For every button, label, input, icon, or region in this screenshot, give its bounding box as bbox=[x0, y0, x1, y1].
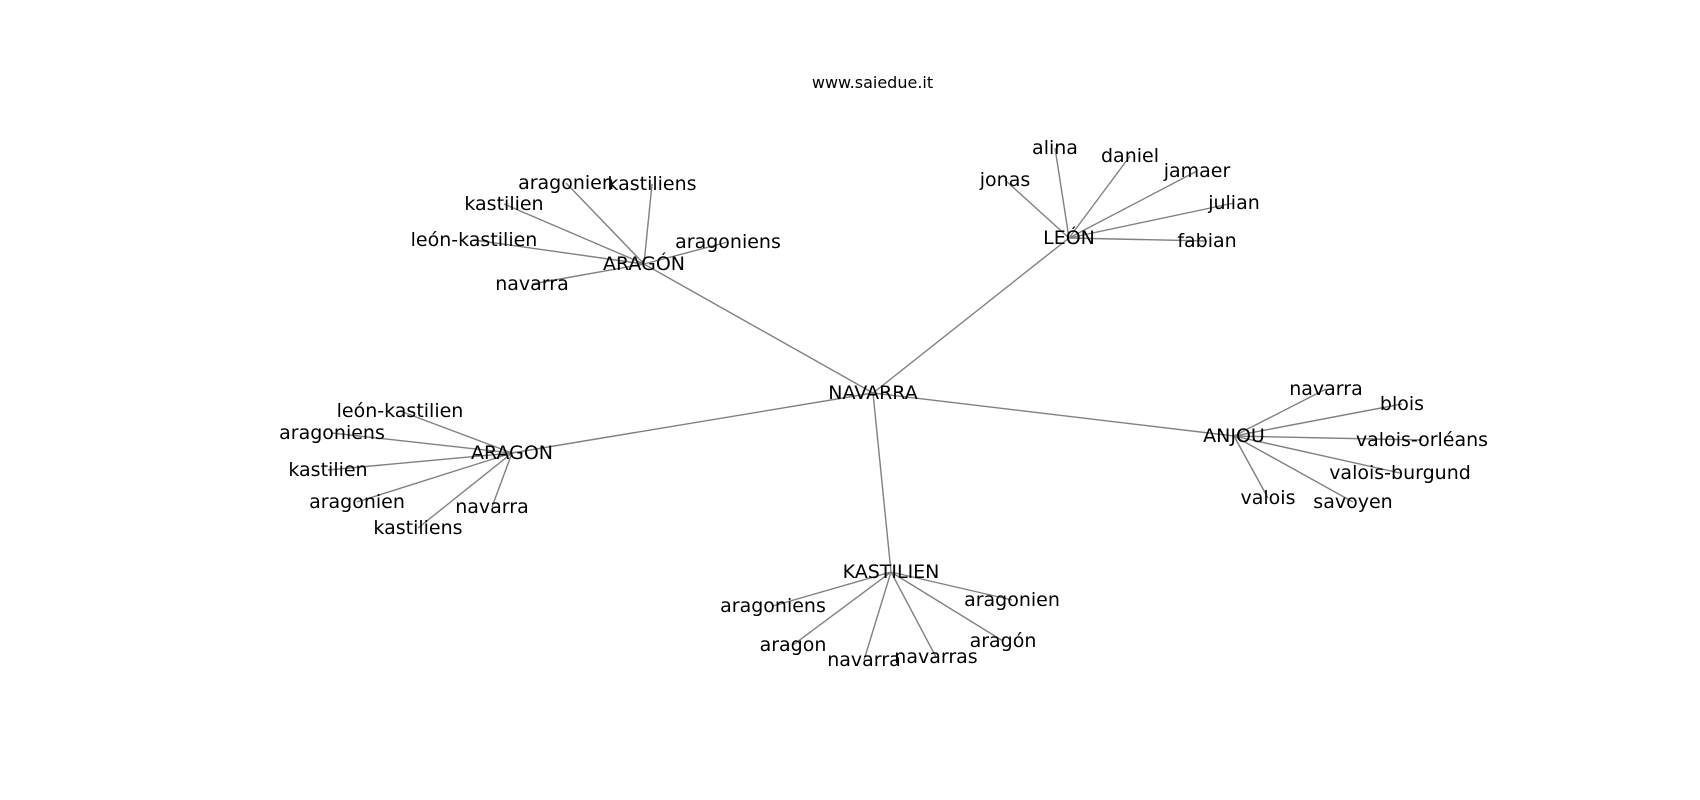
leaf-node-label-anjou-2: valois-orléans bbox=[1356, 429, 1488, 451]
edge-root-leon bbox=[872, 237, 1070, 394]
leaf-node-label-leon-1: daniel bbox=[1101, 145, 1159, 167]
leaf-node-label-aragon-5: kastiliens bbox=[373, 517, 462, 539]
hub-node-label-aragon: ARAGON bbox=[471, 442, 553, 464]
edge-anjou-child-0 bbox=[1233, 388, 1327, 437]
leaf-node-label-kastilien-1: aragonien bbox=[964, 589, 1060, 611]
edge-root-aragon bbox=[511, 392, 874, 454]
leaf-node-label-aragon_accent-0: aragonien bbox=[518, 172, 614, 194]
root-node-label: NAVARRA bbox=[828, 382, 917, 404]
edge-leon-child-3 bbox=[1068, 170, 1198, 239]
edge-aragon_accent-child-1 bbox=[643, 183, 653, 265]
hub-node-label-kastilien: KASTILIEN bbox=[843, 561, 940, 583]
leaf-node-label-kastilien-2: aragon bbox=[760, 634, 827, 656]
edge-aragon-child-2 bbox=[327, 452, 513, 471]
edge-root-kastilien bbox=[872, 392, 892, 573]
leaf-node-label-aragon-0: león-kastilien bbox=[337, 400, 464, 422]
edge-leon-child-4 bbox=[1068, 202, 1235, 239]
leaf-node-label-leon-2: jonas bbox=[979, 169, 1031, 191]
edge-root-aragon_accent bbox=[643, 263, 874, 394]
leaf-node-label-leon-4: julian bbox=[1207, 192, 1260, 214]
edge-aragon-child-3 bbox=[356, 452, 513, 503]
leaf-node-label-aragon_accent-2: kastilien bbox=[464, 193, 543, 215]
edge-leon-child-1 bbox=[1068, 155, 1131, 239]
edge-layer bbox=[327, 147, 1423, 661]
leaf-node-label-leon-5: fabian bbox=[1177, 230, 1236, 252]
leaf-node-label-kastilien-0: aragoniens bbox=[720, 595, 826, 617]
edge-root-anjou bbox=[872, 392, 1235, 437]
leaf-node-label-aragon_accent-1: kastiliens bbox=[607, 173, 696, 195]
edge-anjou-child-5 bbox=[1233, 435, 1354, 503]
leaf-node-label-anjou-5: savoyen bbox=[1313, 491, 1392, 513]
hub-node-label-anjou: ANJOU bbox=[1203, 425, 1265, 447]
edge-anjou-child-2 bbox=[1233, 435, 1423, 441]
edge-leon-child-2 bbox=[1004, 179, 1070, 239]
edge-leon-child-5 bbox=[1068, 237, 1208, 242]
edge-kastilien-child-5 bbox=[890, 571, 937, 658]
edge-aragon-child-1 bbox=[331, 432, 513, 454]
leaf-node-label-aragon-1: aragoniens bbox=[279, 422, 385, 444]
leaf-node-label-leon-0: alina bbox=[1032, 137, 1078, 159]
leaf-node-label-anjou-1: blois bbox=[1380, 393, 1424, 415]
leaf-node-label-anjou-3: valois-burgund bbox=[1329, 462, 1471, 484]
edge-kastilien-child-2 bbox=[792, 571, 892, 646]
leaf-node-label-aragon-2: kastilien bbox=[288, 459, 367, 481]
leaf-node-label-aragon_accent-3: león-kastilien bbox=[411, 229, 538, 251]
edge-kastilien-child-4 bbox=[863, 571, 892, 661]
leaf-node-label-aragon_accent-4: aragoniens bbox=[675, 231, 781, 253]
leaf-node-label-kastilien-4: navarra bbox=[827, 649, 901, 671]
leaf-node-label-aragon-4: navarra bbox=[455, 496, 529, 518]
edge-aragon_accent-child-5 bbox=[531, 263, 645, 285]
edge-kastilien-child-1 bbox=[890, 571, 1013, 601]
edge-anjou-child-3 bbox=[1233, 435, 1401, 474]
leaf-node-label-anjou-0: navarra bbox=[1289, 378, 1363, 400]
edge-aragon_accent-child-3 bbox=[473, 239, 645, 265]
watermark-text: www.saiedue.it bbox=[811, 73, 934, 92]
leaf-node-label-kastilien-5: navarras bbox=[894, 646, 977, 668]
edge-aragon_accent-child-0 bbox=[565, 182, 645, 265]
edge-anjou-child-1 bbox=[1233, 403, 1403, 437]
leaf-node-label-aragon_accent-5: navarra bbox=[495, 273, 569, 295]
hub-node-label-leon: LEÓN bbox=[1043, 225, 1095, 249]
edge-anjou-child-4 bbox=[1233, 435, 1269, 499]
edge-aragon_accent-child-4 bbox=[643, 241, 729, 265]
edge-kastilien-child-0 bbox=[772, 571, 892, 607]
edge-aragon-child-5 bbox=[417, 452, 513, 529]
edge-aragon-child-4 bbox=[491, 452, 513, 508]
label-layer: NAVARRAARAGÓNaragonienkastilienskastilie… bbox=[279, 137, 1488, 671]
hub-node-label-aragon_accent: ARAGÓN bbox=[603, 251, 685, 275]
leaf-node-label-anjou-4: valois bbox=[1241, 487, 1296, 509]
leaf-node-label-kastilien-3: aragón bbox=[970, 630, 1037, 652]
edge-leon-child-0 bbox=[1054, 147, 1070, 239]
leaf-node-label-leon-3: jamaer bbox=[1163, 160, 1231, 182]
leaf-node-label-aragon-3: aragonien bbox=[309, 491, 405, 513]
edge-aragon-child-0 bbox=[399, 410, 513, 454]
edge-kastilien-child-3 bbox=[890, 571, 1004, 642]
edge-aragon_accent-child-2 bbox=[503, 203, 645, 265]
